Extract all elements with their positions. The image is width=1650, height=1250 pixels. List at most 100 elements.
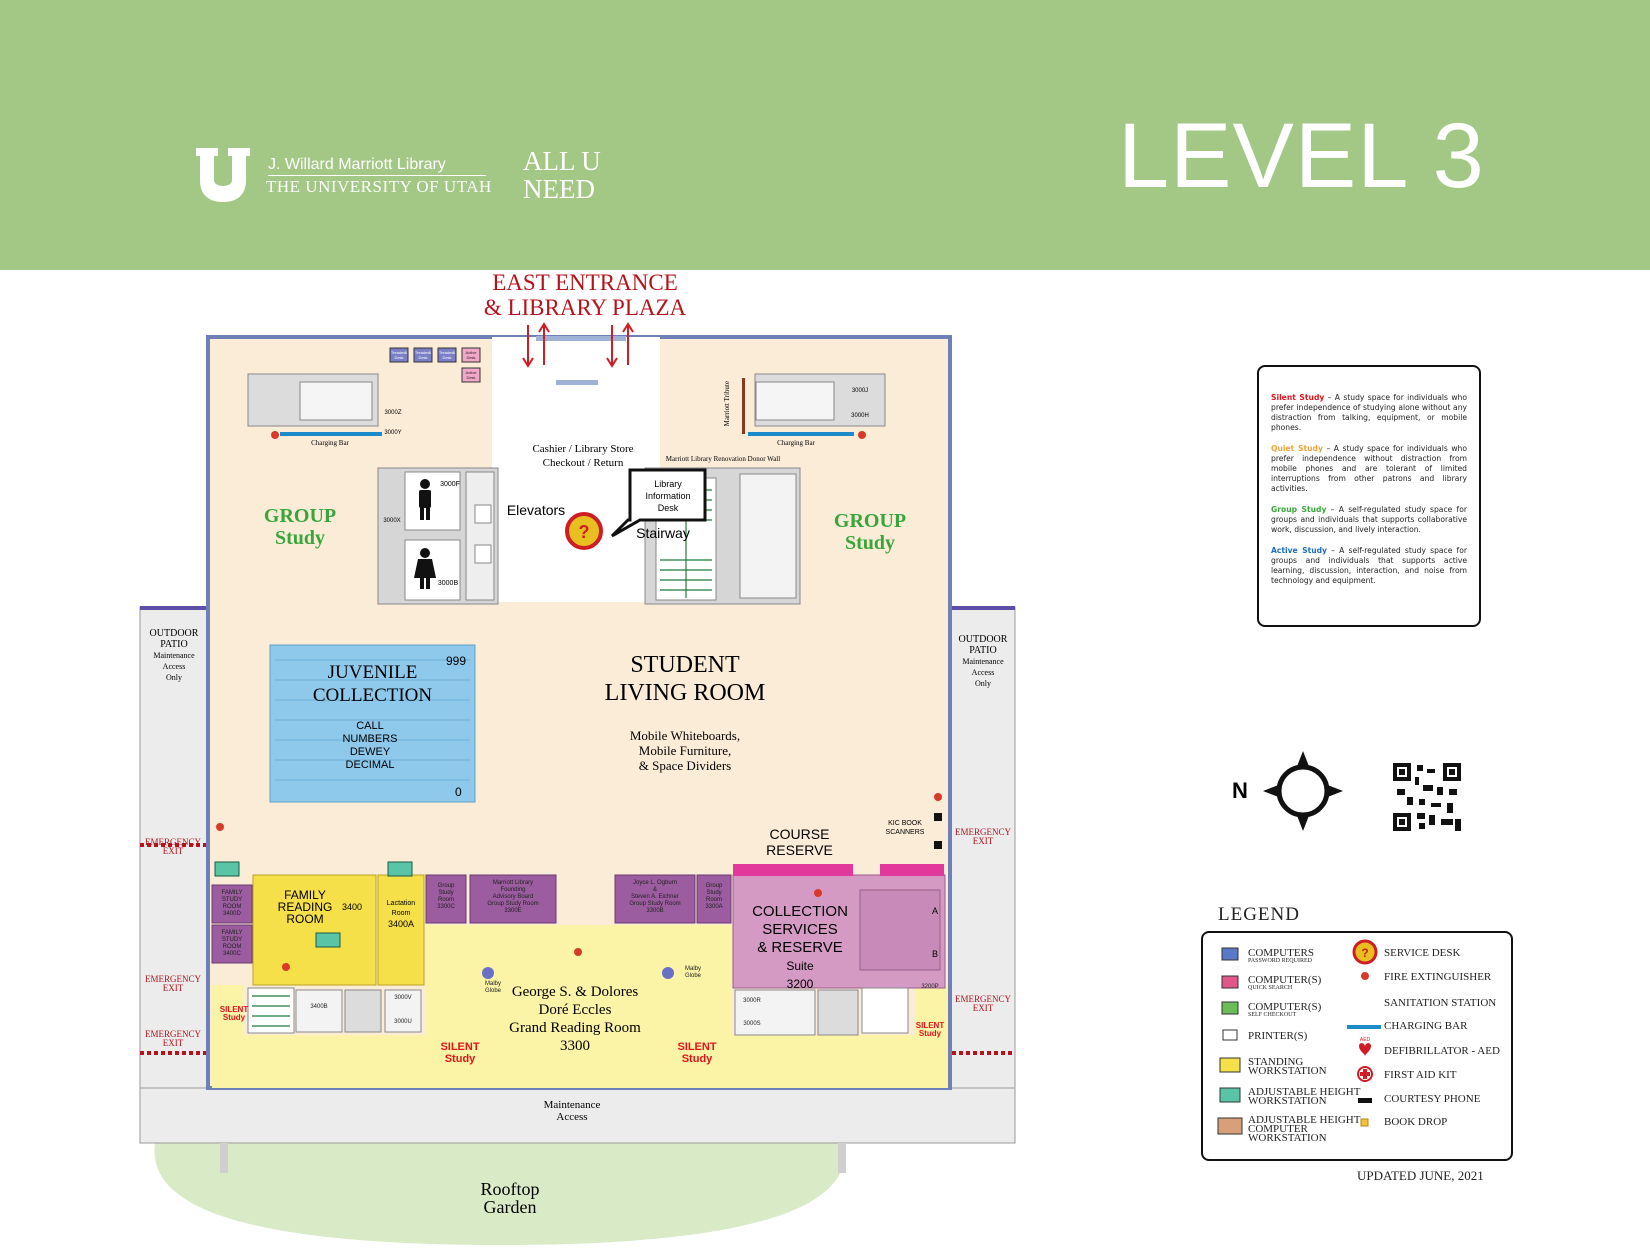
room-3000x: 3000X — [383, 518, 401, 524]
group-study-room-3300B — [614, 874, 696, 924]
kic-scanners-label: KIC BOOK SCANNERS — [880, 819, 930, 837]
exit-line: EMERGENCY — [145, 974, 201, 984]
study-word: Study — [222, 1013, 246, 1023]
juvenile-range-high: 999 — [446, 654, 467, 668]
patio-line: Maintenance — [153, 651, 195, 660]
group-study-room-3300E — [469, 874, 557, 924]
study-word: Study — [918, 1029, 942, 1039]
room-line: Group Study Room — [629, 901, 681, 907]
room-line: FAMILY — [221, 930, 243, 936]
stairway-label: Stairway — [636, 525, 690, 541]
patio-line: Only — [975, 679, 991, 688]
globe-line: Globe — [484, 988, 501, 994]
grand-line: 3300 — [560, 1038, 590, 1054]
family-room-number: 3400 — [342, 902, 363, 912]
collection-line: SERVICES — [762, 921, 838, 938]
collection-line: COLLECTION — [752, 903, 848, 920]
grand-line: Grand Reading Room — [509, 1020, 641, 1036]
compass-rose — [1263, 751, 1343, 831]
juvenile-range-low: 0 — [455, 785, 462, 799]
definition-text: – A study space for individuals who pref… — [1271, 444, 1467, 493]
room-line: STUDY — [221, 937, 243, 943]
note-line: & Space Dividers — [638, 758, 732, 773]
patio-line: PATIO — [160, 639, 188, 650]
legend-text: COMPUTERS — [1248, 947, 1315, 959]
cashier-label-line2: Checkout / Return — [542, 457, 624, 469]
legend-text: COMPUTER — [1248, 1123, 1308, 1135]
legend-text: WORKSTATION — [1248, 1095, 1327, 1107]
room-b-letter: B — [932, 949, 939, 959]
room-3000y: 3000Y — [384, 430, 402, 436]
patio-line: OUTDOOR — [149, 628, 199, 639]
service-desk-marker: ? — [565, 512, 603, 550]
rooftop-garden-area — [154, 1143, 846, 1245]
legend-fire-extinguisher: FIRE EXTINGUISHER — [1384, 971, 1492, 983]
emergency-exit-marks — [140, 843, 1015, 1055]
kic-scanner-counter — [880, 864, 944, 876]
course-reserve-line: RESERVE — [766, 842, 833, 858]
desk-label: Active Desk — [465, 370, 477, 380]
silent-word: SILENT — [677, 1041, 717, 1053]
legend-text: STANDING — [1248, 1056, 1304, 1068]
family-line: ROOM — [286, 912, 324, 926]
family-line: FAMILY — [284, 888, 326, 902]
legend-text: WORKSTATION — [1248, 1065, 1327, 1077]
library-name: J. Willard Marriott Library — [268, 156, 446, 173]
student-living-room-title-1: STUDENT — [630, 652, 740, 678]
room-line: 3300B — [646, 908, 664, 914]
kic-line: SCANNERS — [885, 829, 925, 836]
exit-line: EMERGENCY — [955, 994, 1011, 1004]
maint-line: Maintenance — [543, 1099, 601, 1111]
patio-line: OUTDOOR — [958, 634, 1008, 645]
room-line: Joyce L. Ogburn — [632, 880, 678, 886]
room-3000u: 3000U — [394, 1019, 412, 1025]
university-u-logo — [196, 148, 250, 202]
desk-label: Treadmill Desk — [414, 350, 432, 360]
exit-line: EXIT — [162, 846, 184, 857]
group-study-term: Group Study — [1271, 505, 1327, 514]
legend-aed: DEFIBRILLATOR - AED — [1384, 1045, 1500, 1057]
active-study-definition: Active Study – A self-regulated study sp… — [1271, 546, 1467, 586]
definition-text: – A study space for individuals who pref… — [1271, 393, 1467, 432]
silent-word: SILENT — [219, 1005, 249, 1014]
room-line: ROOM — [222, 904, 242, 910]
charging-bar-label: Charging Bar — [777, 439, 815, 447]
room-line: 3300C — [437, 904, 455, 910]
donor-wall-label: Marriott Library Renovation Donor Wall — [665, 455, 781, 463]
silent-study-definition: Silent Study – A study space for individ… — [1271, 393, 1467, 433]
university-name: THE UNIVERSITY OF UTAH — [266, 177, 492, 196]
room-3000b: 3000B — [437, 580, 459, 587]
lactation-line: 3400A — [387, 919, 415, 929]
charging-bar — [748, 432, 854, 436]
room-3000f: 3000F — [440, 481, 460, 488]
room-line: STUDY — [221, 897, 243, 903]
room-line: Marriott Library — [492, 880, 534, 886]
group-study-definition: Group Study – A self-regulated study spa… — [1271, 505, 1467, 535]
terrace-left — [139, 606, 209, 1144]
information-desk-label[interactable]: Library Information Desk — [633, 478, 703, 514]
exit-line: EXIT — [972, 836, 994, 847]
rooftop-line: Rooftop — [480, 1179, 540, 1199]
globe-line: Globe — [684, 973, 701, 979]
student-living-room-title-2: LIVING ROOM — [604, 680, 766, 706]
room-line: Founding — [500, 887, 526, 893]
info-desk-line: Library — [654, 479, 682, 489]
outdoor-patio-right: OUTDOOR PATIO Maintenance Access Only — [950, 634, 1016, 689]
compass-north-label: N — [1232, 778, 1248, 803]
globe-line: Malby — [684, 966, 701, 972]
family-study-room-3400C — [211, 924, 253, 964]
student-living-room-notes: Mobile Whiteboards, Mobile Furniture, & … — [590, 728, 780, 773]
kic-line: KIC BOOK — [888, 820, 922, 827]
maint-line: Access — [556, 1110, 588, 1123]
collection-line: Suite — [786, 959, 814, 973]
legend-text: ADJUSTABLE HEIGHT — [1248, 1114, 1361, 1126]
call-line: DECIMAL — [345, 759, 395, 771]
legend-charging: CHARGING BAR — [1384, 1020, 1468, 1032]
